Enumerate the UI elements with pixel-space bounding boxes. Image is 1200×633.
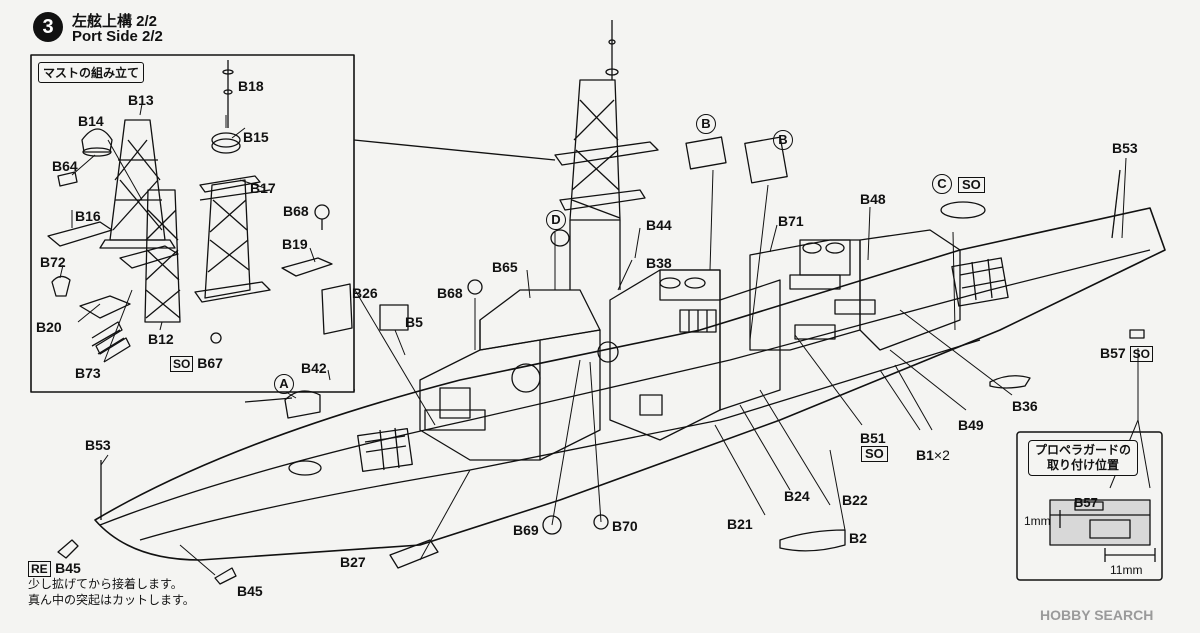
- part-label-b1: B1×2: [916, 447, 950, 463]
- part-label-b44: B44: [646, 217, 672, 233]
- part-label-b21: B21: [727, 516, 753, 532]
- part-label-b45-top: B45: [55, 560, 81, 576]
- part-label-b5: B5: [405, 314, 423, 330]
- b45-note-line2: 真ん中の突起はカットします。: [28, 593, 195, 607]
- mast-inset-frame: [30, 54, 355, 393]
- b45-note-line1: 少し拡げてから接着します。: [28, 577, 183, 591]
- part-label-b36: B36: [1012, 398, 1038, 414]
- part-label-b26: B26: [352, 285, 378, 301]
- propeller-guard-part: B57: [1074, 495, 1098, 510]
- part-label-b68: B68: [437, 285, 463, 301]
- part-label-b14: B14: [78, 113, 104, 129]
- so-badge: SO: [170, 356, 194, 372]
- inset-mast-b13: [99, 119, 176, 249]
- part-label-b13: B13: [128, 92, 154, 108]
- part-label-b42: B42: [301, 360, 327, 376]
- callout-d: D: [546, 210, 566, 230]
- gun-mount: [244, 390, 321, 419]
- part-label-b22: B22: [842, 492, 868, 508]
- inset-dome-b14: [81, 128, 113, 157]
- mid-superstructure: [609, 269, 781, 441]
- inset-mast-b12: [119, 189, 181, 323]
- part-label-b48: B48: [860, 191, 886, 207]
- part-label-b12: B12: [148, 331, 174, 347]
- part-label-b73: B73: [75, 365, 101, 381]
- part-label-b68-inset: B68: [283, 203, 309, 219]
- inset-mast-b17: [194, 175, 271, 303]
- part-label-b69: B69: [513, 522, 539, 538]
- re-badge: RE: [28, 561, 51, 577]
- part-label-b38: B38: [646, 255, 672, 271]
- so-badge: SO: [958, 177, 985, 193]
- part-label-b15: B15: [243, 129, 269, 145]
- aft-superstructure: [749, 229, 961, 351]
- step-title-jp: 左舷上構 2/2: [72, 13, 158, 30]
- callout-c: C: [932, 174, 952, 194]
- propeller-guard-title: プロペラガードの 取り付け位置: [1028, 440, 1139, 476]
- part-label-b49: B49: [958, 417, 984, 433]
- step-number-badge: 3: [33, 12, 63, 42]
- part-label-b16: B16: [75, 208, 101, 224]
- part-label-b53-stern: B53: [1112, 140, 1138, 156]
- part-label-b70: B70: [612, 518, 638, 534]
- so-badge: SO: [861, 446, 888, 462]
- mast-assembly-label: マストの組み立て: [38, 62, 145, 83]
- forward-superstructure: [419, 20, 659, 461]
- part-label-b18: B18: [238, 78, 264, 94]
- part-label-b20: B20: [36, 319, 62, 335]
- part-label-b27: B27: [340, 554, 366, 570]
- propeller-guard-box: [1016, 431, 1163, 581]
- inset-connector: [353, 139, 556, 161]
- callout-a: A: [274, 374, 294, 394]
- part-label-b2: B2: [849, 530, 867, 546]
- part-label-b57: B57 SO: [1100, 345, 1153, 362]
- part-label-b71: B71: [778, 213, 804, 229]
- part-label-b17: B17: [250, 180, 276, 196]
- part-label-b64: B64: [52, 158, 78, 174]
- dim-width: 11mm: [1110, 563, 1143, 577]
- part-label-b24: B24: [784, 488, 810, 504]
- b45-note-header: RE B45: [28, 560, 81, 578]
- watermark: HOBBY SEARCH: [1040, 607, 1154, 623]
- part-label-b65: B65: [492, 259, 518, 275]
- ship-hull: [94, 207, 1166, 561]
- callout-b: B: [696, 114, 716, 134]
- propeller-guard-diagram: [1049, 499, 1156, 562]
- part-label-b19: B19: [282, 236, 308, 252]
- dim-height: 1mm: [1024, 514, 1051, 528]
- part-label-b72: B72: [40, 254, 66, 270]
- part-label-b53-bow: B53: [85, 437, 111, 453]
- boat-b2: [779, 529, 846, 552]
- part-label-b51: B51: [860, 430, 886, 446]
- step-title-en: Port Side 2/2: [72, 28, 163, 45]
- part-label-b67: SO B67: [170, 355, 223, 372]
- callout-b-2: B: [773, 130, 793, 150]
- part-label-b45-bottom: B45: [237, 583, 263, 599]
- so-badge: SO: [1129, 346, 1153, 362]
